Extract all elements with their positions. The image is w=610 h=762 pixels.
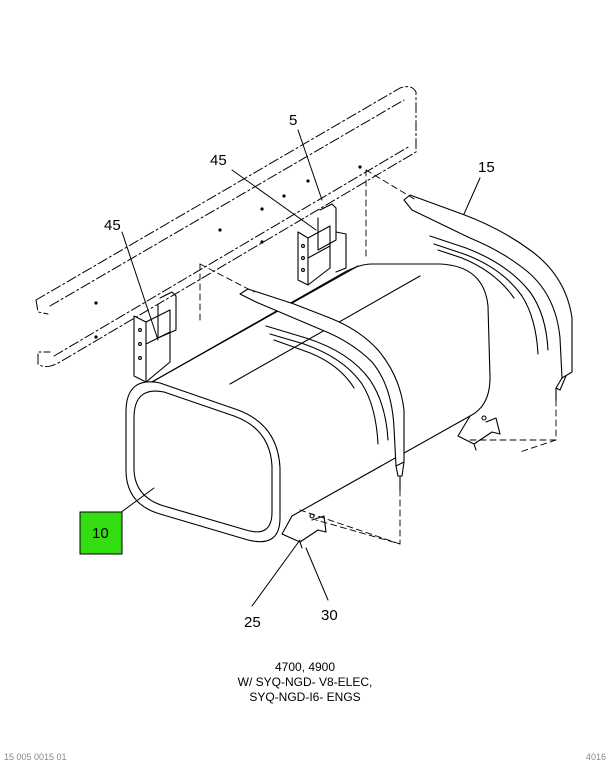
frame-rail (35, 86, 417, 368)
callout-45-rear: 45 (210, 152, 227, 169)
callout-45-front: 45 (104, 217, 121, 234)
tank-end-cap (125, 381, 281, 543)
tank-foot-front (281, 513, 327, 549)
caption-line-3: SYQ-NGD-I6- ENGS (249, 690, 361, 704)
callout-25: 25 (244, 614, 261, 631)
footer-page-code: 4016 (585, 752, 606, 762)
caption-line-1: 4700, 4900 (274, 660, 336, 674)
frame-rail-holes (94, 165, 362, 339)
strap-rear (403, 194, 573, 401)
callout-30: 30 (321, 607, 338, 624)
callout-15: 15 (478, 159, 495, 176)
callout-10-highlight (79, 511, 123, 555)
assembly-lines (199, 169, 557, 545)
strap-front (239, 288, 405, 491)
callout-10: 10 (92, 525, 109, 542)
footer-drawing-number: 15 005 0015 01 (4, 752, 67, 762)
tank-foot-rear (457, 415, 501, 451)
leader-lines (115, 129, 481, 607)
caption-line-2: W/ SYQ-NGD- V8-ELEC, (237, 675, 373, 689)
bracket-rear (297, 203, 347, 286)
callout-5: 5 (289, 112, 297, 129)
